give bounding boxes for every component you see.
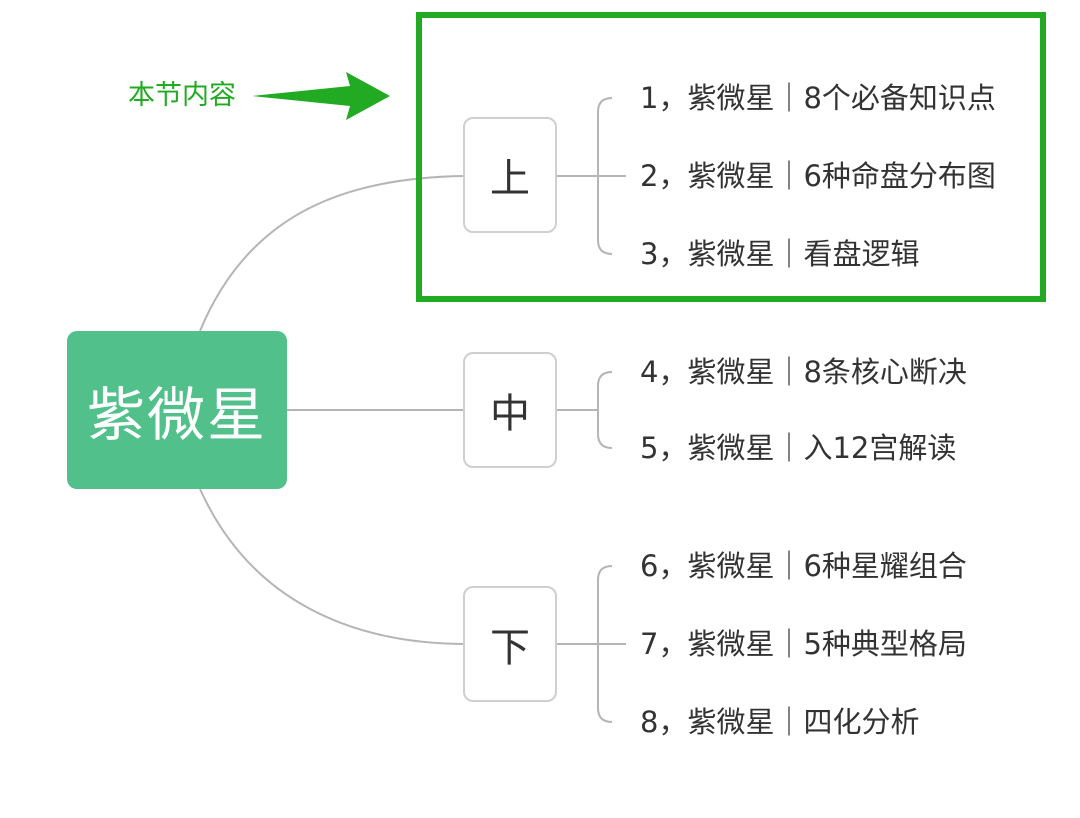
branch-node-label: 下: [490, 625, 530, 671]
leaf-node-5[interactable]: 5，紫微星｜入12宫解读: [640, 431, 957, 465]
annotation-label: 本节内容: [128, 80, 236, 111]
leaf-node-7[interactable]: 7，紫微星｜5种典型格局: [640, 627, 967, 661]
bracket-branch-2: [597, 371, 613, 449]
branch-node-middle[interactable]: 中: [463, 352, 557, 468]
leaf-node-6[interactable]: 6，紫微星｜6种星耀组合: [640, 549, 967, 583]
leaf-node-3[interactable]: 3，紫微星｜看盘逻辑: [640, 237, 920, 271]
branch-node-lower[interactable]: 下: [463, 586, 557, 702]
branch-node-upper[interactable]: 上: [463, 117, 557, 233]
leaf-node-8[interactable]: 8，紫微星｜四化分析: [640, 705, 920, 739]
leaf-node-1[interactable]: 1，紫微星｜8个必备知识点: [640, 81, 996, 115]
root-node-label: 紫微星: [86, 381, 267, 449]
annotation-arrow: [252, 72, 390, 120]
root-node[interactable]: 紫微星: [67, 331, 287, 489]
branch-node-label: 上: [490, 156, 530, 202]
leaf-node-4[interactable]: 4，紫微星｜8条核心断决: [640, 355, 967, 389]
leaf-node-2[interactable]: 2，紫微星｜6种命盘分布图: [640, 159, 996, 193]
highlight-box: [416, 12, 1046, 302]
branch-node-label: 中: [490, 391, 530, 437]
connector-root-to-branch-3: [199, 488, 464, 645]
